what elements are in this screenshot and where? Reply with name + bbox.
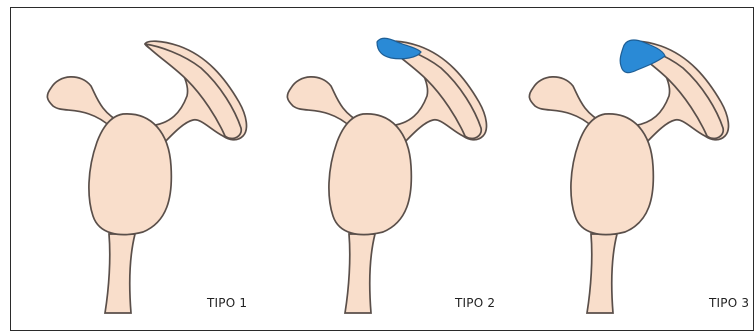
shoulder-diagram-tipo-2 — [259, 8, 507, 330]
label-tipo-3: TIPO 3 — [709, 296, 749, 310]
shoulder-diagram-tipo-1 — [11, 8, 259, 330]
shoulder-diagram-tipo-3 — [507, 8, 755, 330]
panel-tipo-3: TIPO 3 — [507, 8, 755, 330]
humerus-head — [329, 114, 411, 235]
humerus-shaft — [345, 234, 375, 313]
label-tipo-2: TIPO 2 — [455, 296, 495, 310]
panel-tipo-2: TIPO 2 — [259, 8, 507, 330]
humerus-shaft — [587, 234, 617, 313]
humerus-shaft — [105, 234, 135, 313]
humerus-head — [571, 114, 653, 235]
panel-tipo-1: TIPO 1 — [11, 8, 259, 330]
figure-frame: TIPO 1 TIPO 2 TIPO 3 — [10, 7, 754, 331]
label-tipo-1: TIPO 1 — [207, 296, 247, 310]
humerus-head — [89, 114, 171, 235]
